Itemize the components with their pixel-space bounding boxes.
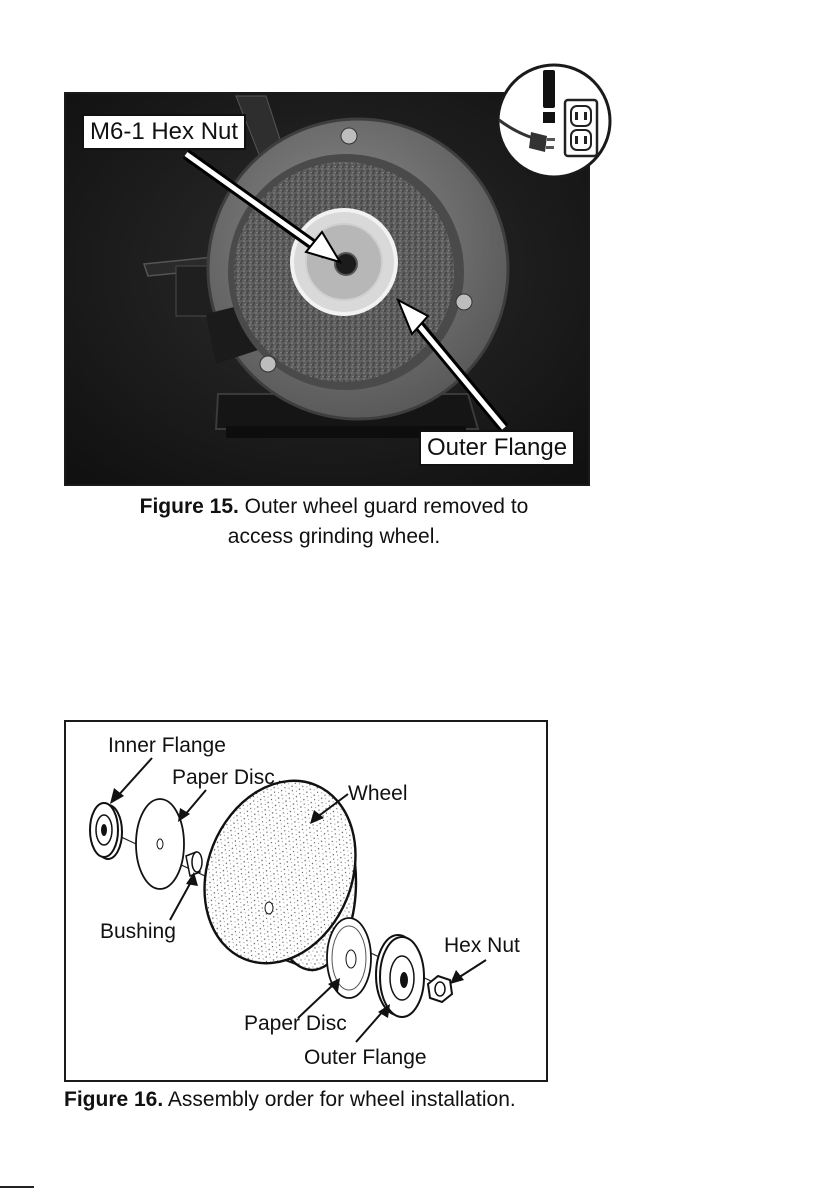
inner-flange-part <box>90 803 122 859</box>
paper-disc-top-label: Paper Disc <box>172 766 275 790</box>
figure-15-label: Figure 15. <box>140 495 239 518</box>
figure-15-caption-line1: Outer wheel guard removed to <box>239 495 529 518</box>
outer-flange-callout: Outer Flange <box>419 430 575 466</box>
inner-flange-label: Inner Flange <box>108 734 226 758</box>
figure-16-label: Figure 16. <box>64 1088 163 1111</box>
figure-16-caption: Figure 16. Assembly order for wheel inst… <box>64 1085 564 1115</box>
figure-15-caption: Figure 15. Outer wheel guard removed to … <box>104 492 564 552</box>
bushing-label: Bushing <box>100 920 176 944</box>
wheel-label: Wheel <box>348 782 408 806</box>
unplug-warning-icon <box>495 62 613 180</box>
hex-nut-callout: M6-1 Hex Nut <box>82 114 246 150</box>
hex-nut-label: Hex Nut <box>444 934 520 958</box>
paper-disc-bottom-label: Paper Disc <box>244 1012 347 1036</box>
outer-flange-label: Outer Flange <box>304 1046 427 1070</box>
figure-16-caption-text: Assembly order for wheel installation. <box>163 1088 516 1111</box>
figure-15-caption-line2: access grinding wheel. <box>228 525 440 548</box>
outer-flange-part <box>376 935 424 1017</box>
page-edge-rule <box>0 1186 34 1188</box>
figure-16-diagram: Inner Flange Paper Disc Wheel Bushing He… <box>64 720 548 1082</box>
